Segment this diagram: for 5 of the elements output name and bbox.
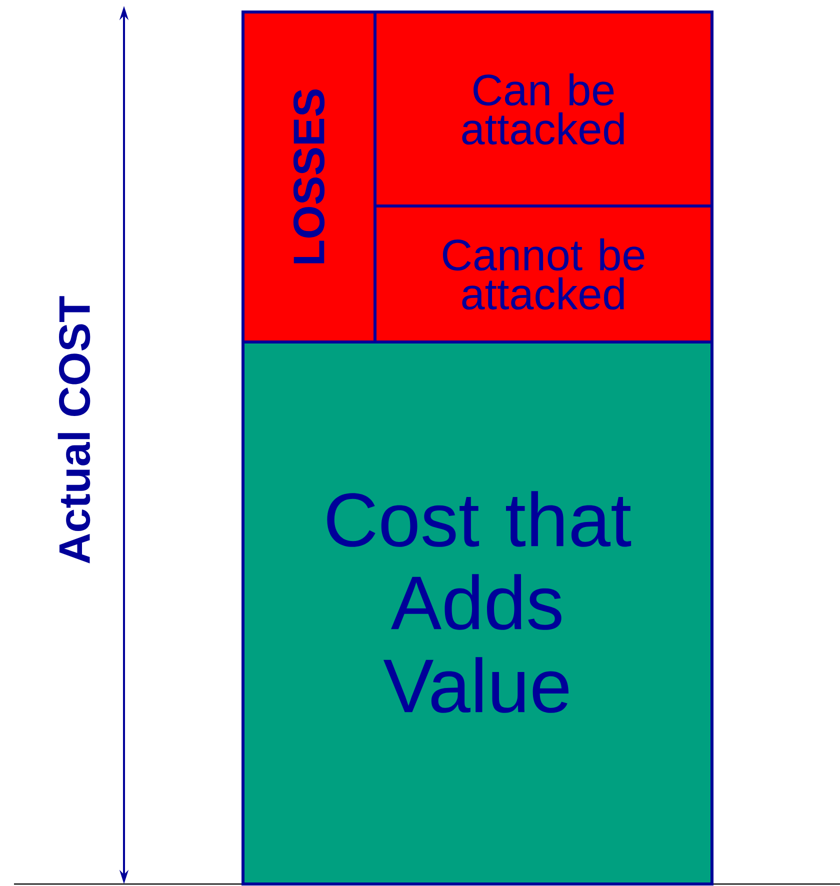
cost-box: Can be attacked <box>374 10 714 208</box>
axis-label: Actual COST <box>58 296 90 564</box>
cost-box: Cannot be attacked <box>374 204 714 344</box>
cost-box: Cost that Adds Value <box>242 340 714 886</box>
cost-box: LOSSES <box>242 10 376 344</box>
